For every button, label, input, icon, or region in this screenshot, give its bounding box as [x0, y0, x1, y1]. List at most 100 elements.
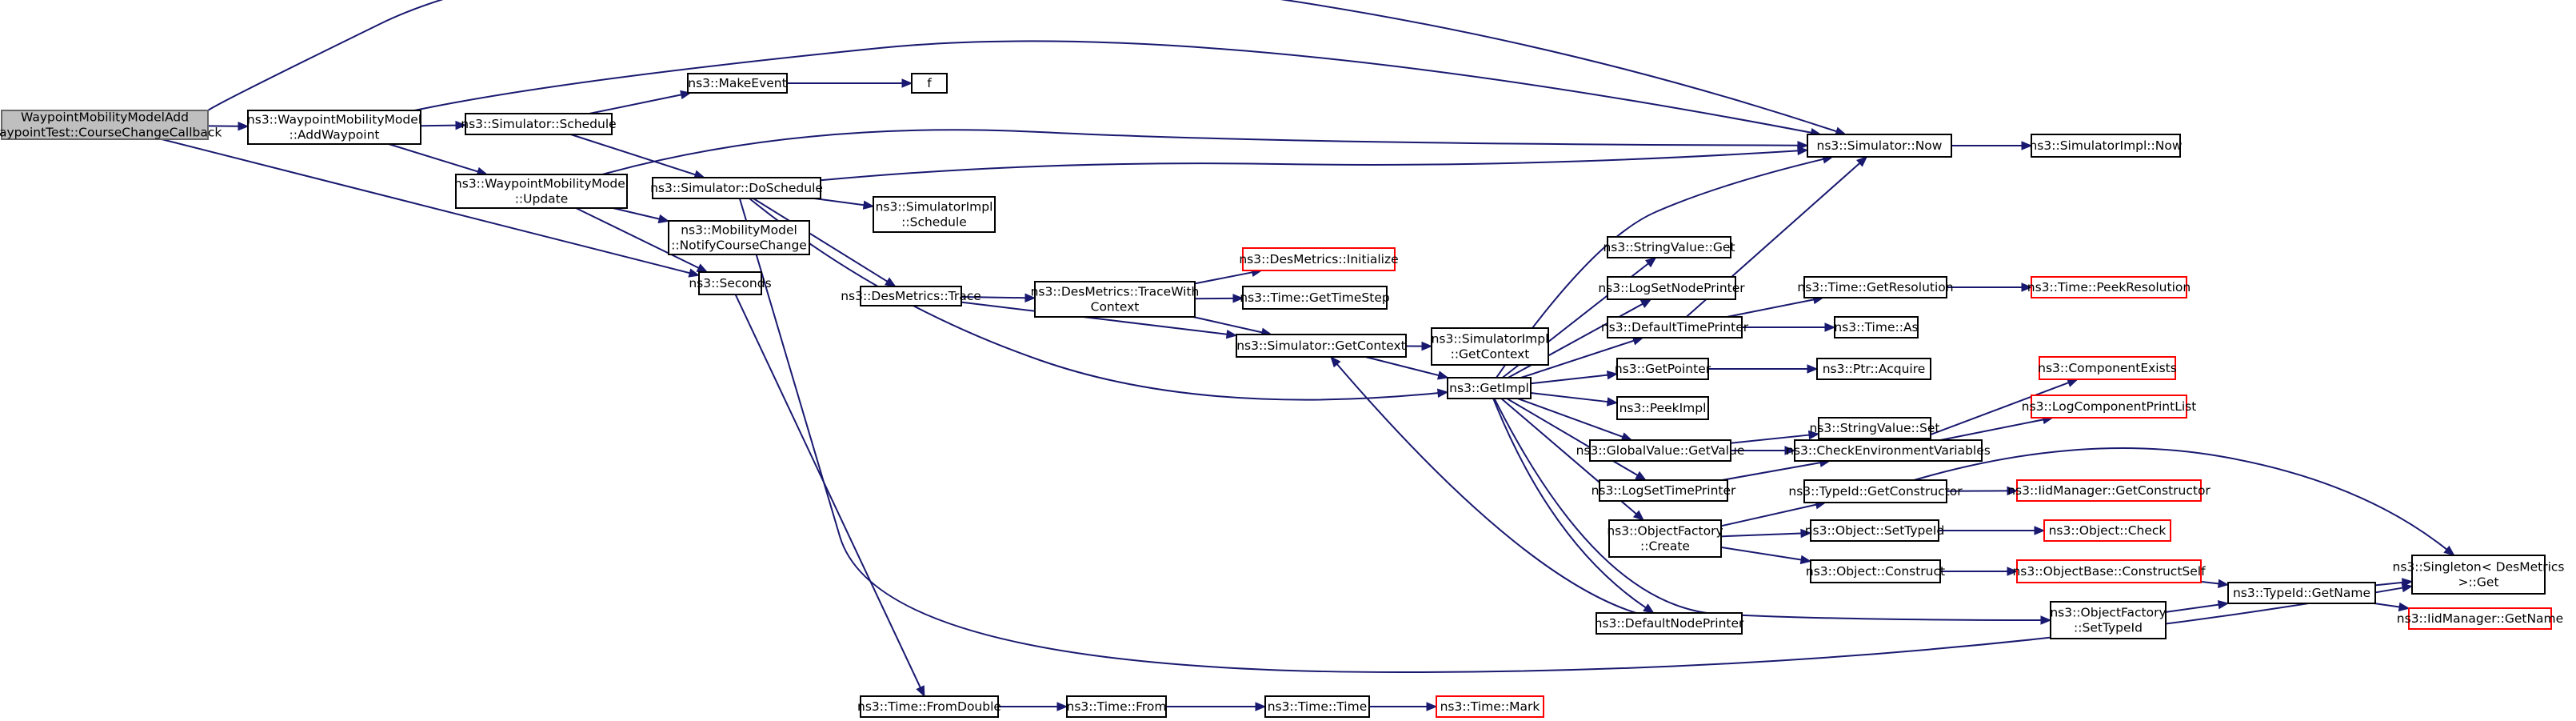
arrowhead-icon: [2398, 602, 2410, 612]
node-getcontext[interactable]: ns3::Simulator::GetContext: [1236, 334, 1407, 358]
node-box: [1810, 559, 1941, 583]
arrowhead-icon: [1824, 322, 1836, 332]
node-implnow[interactable]: ns3::SimulatorImpl::Now: [2029, 134, 2183, 158]
node-getimpl[interactable]: ns3::GetImpl: [1447, 377, 1532, 399]
node-objcheck[interactable]: ns3::Object::Check: [2043, 519, 2171, 542]
node-box: [465, 113, 613, 135]
node-box: [1616, 396, 1709, 420]
call-edge: [570, 134, 706, 179]
node-componentexists[interactable]: ns3::ComponentExists: [2038, 356, 2177, 380]
node-iidgetname[interactable]: ns3::IidManager::GetName: [2397, 607, 2563, 630]
node-constructself[interactable]: ns3::ObjectBase::ConstructSelf: [2012, 559, 2206, 583]
node-box: [1447, 377, 1532, 399]
call-edge: [961, 301, 1238, 339]
node-desinit[interactable]: ns3::DesMetrics::Initialize: [1239, 247, 1399, 271]
node-implgetcontext[interactable]: ns3::SimulatorImpl::GetContext: [1431, 327, 1549, 366]
node-makeevent[interactable]: ns3::MakeEvent: [687, 73, 788, 94]
node-iidgetconstructor[interactable]: ns3::IidManager::GetConstructor: [2007, 479, 2211, 502]
node-label: ::NotifyCourseChange: [671, 238, 807, 253]
node-timemark[interactable]: ns3::Time::Mark: [1436, 695, 1544, 718]
arrowhead-icon: [1255, 702, 1267, 711]
call-edge: [753, 198, 897, 287]
arrowhead-icon: [238, 121, 250, 131]
node-stringget[interactable]: ns3::StringValue::Get: [1603, 236, 1735, 258]
node-label: ns3::TypeId::GetConstructor: [1788, 484, 1963, 499]
arrowhead-icon: [1606, 370, 1619, 380]
call-edge: [1940, 567, 2019, 576]
node-timetime[interactable]: ns3::Time::Time: [1264, 695, 1370, 718]
node-defaultnode[interactable]: ns3::DefaultNodePrinter: [1595, 612, 1744, 635]
call-edge: [161, 138, 701, 278]
node-now[interactable]: ns3::Simulator::Now: [1807, 134, 1952, 158]
node-label: ns3::Time::FromDouble: [857, 699, 1001, 714]
node-box: [1242, 286, 1388, 310]
node-logcomponentprintlist[interactable]: ns3::LogComponentPrintList: [2022, 395, 2197, 419]
node-f[interactable]: f: [911, 73, 948, 94]
node-peekresolution[interactable]: ns3::Time::PeekResolution: [2027, 276, 2191, 298]
call-edge: [2374, 578, 2414, 587]
call-edge: [1727, 294, 1825, 318]
node-box: [1608, 519, 1722, 558]
node-ofcreate[interactable]: ns3::ObjectFactory::Create: [1607, 519, 1723, 558]
call-edge: [1742, 322, 1836, 332]
node-ofsettypeid[interactable]: ns3::ObjectFactory::SetTypeId: [2050, 601, 2167, 639]
node-defaulttime[interactable]: ns3::DefaultTimePrinter: [1601, 316, 1749, 338]
node-logsetnode[interactable]: ns3::LogSetNodePrinter: [1598, 276, 1745, 300]
node-checkenv[interactable]: ns3::CheckEnvironmentVariables: [1786, 439, 1991, 462]
node-root[interactable]: WaypointMobilityModelAddWaypointTest::Co…: [0, 110, 222, 140]
arrowhead-icon: [901, 78, 913, 88]
node-update[interactable]: ns3::WaypointMobilityModel::Update: [454, 174, 629, 209]
node-getconstructor[interactable]: ns3::TypeId::GetConstructor: [1788, 479, 1963, 503]
node-label: ns3::Time::GetResolution: [1797, 280, 1953, 294]
node-ptracquire[interactable]: ns3::Ptr::Acquire: [1816, 358, 1931, 380]
edge-line: [1721, 462, 1821, 481]
edge-line: [161, 138, 690, 274]
node-timeas[interactable]: ns3::Time::As: [1834, 316, 1919, 338]
node-objconstruct[interactable]: ns3::Object::Construct: [1806, 559, 1945, 583]
node-label: ns3::MobilityModel: [681, 223, 797, 238]
node-box: [2016, 559, 2202, 583]
node-implschedule[interactable]: ns3::SimulatorImpl::Schedule: [873, 196, 996, 233]
node-addwaypoint[interactable]: ns3::WaypointMobilityModel::AddWaypoint: [247, 110, 421, 145]
node-box: [698, 271, 762, 295]
node-schedule[interactable]: ns3::Simulator::Schedule: [461, 113, 617, 135]
node-label: ns3::LogSetTimePrinter: [1592, 483, 1736, 498]
call-edge: [1913, 447, 2455, 556]
arrowhead-icon: [455, 120, 467, 130]
node-trace[interactable]: ns3::DesMetrics::Trace: [841, 286, 981, 306]
node-box: [860, 286, 962, 306]
edges-layer: [161, 0, 2455, 711]
node-peekimpl[interactable]: ns3::PeekImpl: [1616, 396, 1709, 420]
edge-line: [2165, 603, 2219, 613]
node-fromdouble[interactable]: ns3::Time::FromDouble: [857, 695, 1001, 718]
node-box: [1264, 695, 1370, 718]
arrowhead-icon: [1797, 146, 1809, 156]
arrowhead-icon: [696, 263, 709, 273]
node-doschedule[interactable]: ns3::Simulator::DoSchedule: [650, 177, 823, 199]
edge-line: [814, 198, 865, 206]
arrowhead-icon: [2007, 486, 2019, 496]
call-edge: [589, 90, 692, 114]
node-gettimestep[interactable]: ns3::Time::GetTimeStep: [1240, 286, 1390, 310]
node-getresolution[interactable]: ns3::Time::GetResolution: [1797, 276, 1954, 298]
node-notify[interactable]: ns3::MobilityModel::NotifyCourseChange: [668, 220, 810, 255]
node-objsettypeid[interactable]: ns3::Object::SetTypeId: [1805, 519, 1945, 542]
node-globalget[interactable]: ns3::GlobalValue::GetValue: [1576, 439, 1745, 462]
node-label: ns3::LogComponentPrintList: [2022, 399, 2197, 414]
node-label: ns3::CheckEnvironmentVariables: [1786, 443, 1991, 458]
node-seconds[interactable]: ns3::Seconds: [689, 271, 772, 295]
node-logsettime[interactable]: ns3::LogSetTimePrinter: [1592, 479, 1736, 502]
node-getpointer[interactable]: ns3::GetPointer: [1615, 358, 1711, 380]
node-timefrom[interactable]: ns3::Time::From: [1066, 695, 1167, 718]
node-label: ns3::Time::From: [1067, 699, 1167, 714]
call-edge: [1330, 356, 1637, 614]
arrowhead-icon: [1330, 356, 1341, 368]
node-box: [1431, 327, 1549, 366]
arrowhead-icon: [1056, 702, 1068, 711]
arrowhead-icon: [2021, 141, 2033, 150]
node-label: ns3::Object::Check: [2049, 523, 2167, 538]
node-stringset[interactable]: ns3::StringValue::Set: [1810, 417, 1940, 439]
node-singleton[interactable]: ns3::Singleton< DesMetrics >::Get: [2393, 555, 2565, 595]
node-typegetname[interactable]: ns3::TypeId::GetName: [2227, 582, 2376, 604]
